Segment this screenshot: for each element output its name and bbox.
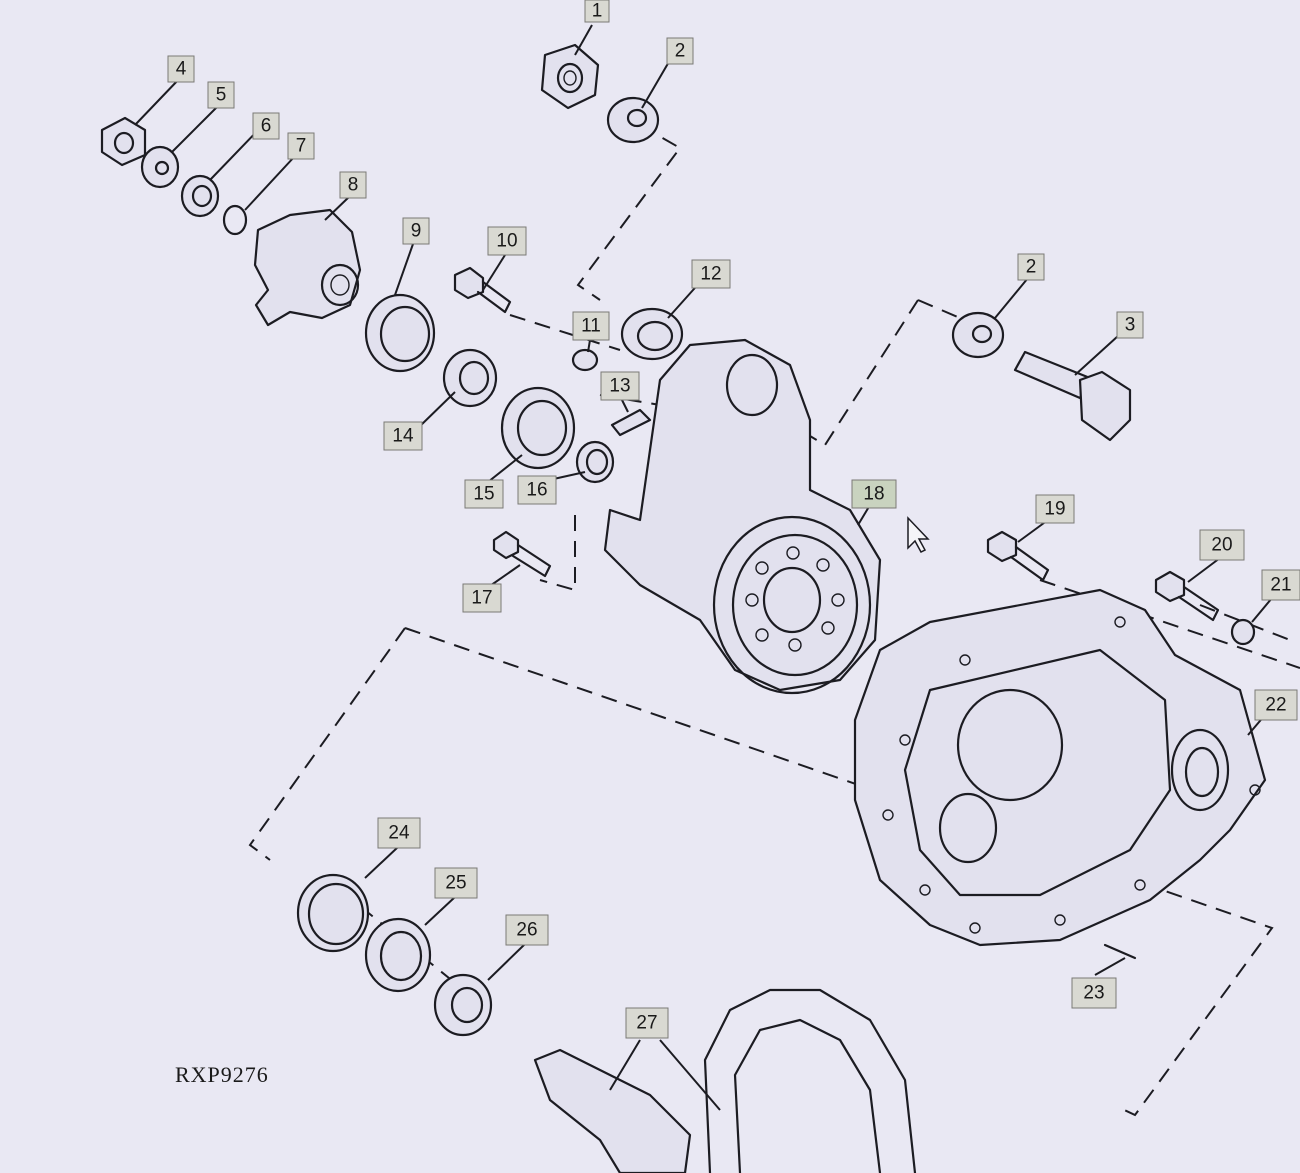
part-22-axle-housing: [853, 588, 1267, 947]
callout-21: 21: [1261, 569, 1300, 601]
part-7-o-ring: [222, 204, 248, 236]
callout-1: 1: [584, 0, 610, 23]
leader-lines: [134, 24, 1273, 1111]
callout-2-right: 2: [1017, 253, 1045, 281]
callout-24-text: 24: [388, 823, 410, 844]
callout-20: 20: [1199, 529, 1245, 561]
callout-6-text: 6: [261, 116, 272, 137]
callout-2-right-text: 2: [1026, 257, 1037, 278]
callout-25-text: 25: [445, 873, 466, 894]
part-2-washer-right: [951, 311, 1005, 359]
callout-labels: 1 2 2 3 4 5 6 7 8 9 10 11 12 13 14 15 16…: [167, 0, 1300, 1039]
part-5-washer: [140, 145, 180, 189]
callout-17-text: 17: [471, 588, 492, 609]
callout-8-text: 8: [348, 175, 359, 196]
callout-9: 9: [402, 217, 430, 245]
callout-10-text: 10: [496, 231, 517, 252]
callout-4-text: 4: [176, 59, 187, 80]
callout-26-text: 26: [516, 920, 537, 941]
callout-8: 8: [339, 171, 367, 199]
callout-3: 3: [1116, 311, 1144, 339]
part-10-bolt: [453, 266, 512, 314]
callout-2-top: 2: [666, 37, 694, 65]
callout-3-text: 3: [1125, 315, 1136, 336]
part-6-nut: [180, 174, 220, 218]
callout-1-text: 1: [592, 1, 603, 22]
callout-4: 4: [167, 55, 195, 83]
callout-5: 5: [207, 81, 235, 109]
part-20-bolt: [1154, 570, 1220, 622]
callout-27-text: 27: [636, 1013, 657, 1034]
part-24-seal: [296, 873, 370, 953]
callout-22: 22: [1254, 689, 1298, 721]
callout-11: 11: [572, 311, 610, 341]
part-1-hex-nut: [540, 43, 600, 110]
callout-15-text: 15: [473, 484, 494, 505]
part-21-bushing: [1230, 618, 1256, 646]
callout-18: 18: [851, 479, 897, 509]
callout-25: 25: [434, 867, 478, 899]
mouse-pointer-icon: [907, 516, 930, 553]
part-2-washer-top: [606, 96, 660, 144]
callout-19: 19: [1035, 494, 1075, 524]
callout-16-text: 16: [526, 480, 547, 501]
part-14-bearing-cone: [442, 348, 498, 408]
callout-21-text: 21: [1270, 575, 1291, 596]
figure-reference-code: RXP9276: [175, 1062, 269, 1087]
part-9-seal: [364, 293, 436, 373]
part-4-nut: [100, 116, 147, 167]
callout-6: 6: [252, 112, 280, 140]
part-18-swivel-housing: [603, 338, 882, 695]
callout-18-text: 18: [863, 484, 884, 505]
callout-16: 16: [517, 475, 557, 505]
callout-13-text: 13: [609, 376, 630, 397]
callout-11-text: 11: [581, 316, 601, 337]
callout-27: 27: [625, 1007, 669, 1039]
callout-12: 12: [691, 259, 731, 289]
callout-24: 24: [377, 817, 421, 849]
part-17-bolt: [492, 530, 552, 578]
callout-13: 13: [600, 371, 640, 401]
part-15-bearing-cup: [500, 386, 576, 470]
part-11-bushing: [571, 348, 599, 372]
callout-5-text: 5: [216, 85, 227, 106]
callout-19-text: 19: [1044, 499, 1065, 520]
callout-7: 7: [287, 132, 315, 160]
part-25-bearing-cup: [364, 917, 432, 993]
callout-22-text: 22: [1265, 695, 1286, 716]
callout-26: 26: [505, 914, 549, 946]
callout-15: 15: [464, 479, 504, 509]
callout-14: 14: [383, 421, 423, 451]
callout-12-text: 12: [700, 264, 721, 285]
part-26-bearing-cone: [433, 973, 493, 1037]
callout-14-text: 14: [392, 426, 414, 447]
part-27-ring-gear-and-pinion: [533, 988, 917, 1173]
part-19-bolt: [986, 530, 1050, 582]
part-13-grease-fitting: [610, 408, 652, 437]
callout-23-text: 23: [1083, 983, 1104, 1004]
part-12-bushing: [620, 307, 684, 361]
callout-20-text: 20: [1211, 535, 1232, 556]
callout-9-text: 9: [411, 221, 422, 242]
callout-2-top-text: 2: [675, 41, 686, 62]
part-23-pin: [1103, 943, 1137, 960]
callout-23: 23: [1071, 977, 1117, 1009]
callout-10: 10: [487, 226, 527, 256]
part-16-ring: [575, 440, 615, 484]
callout-17: 17: [462, 583, 502, 613]
callout-7-text: 7: [296, 136, 307, 157]
part-3-bolt: [1013, 350, 1132, 442]
part-8-yoke: [253, 208, 362, 327]
